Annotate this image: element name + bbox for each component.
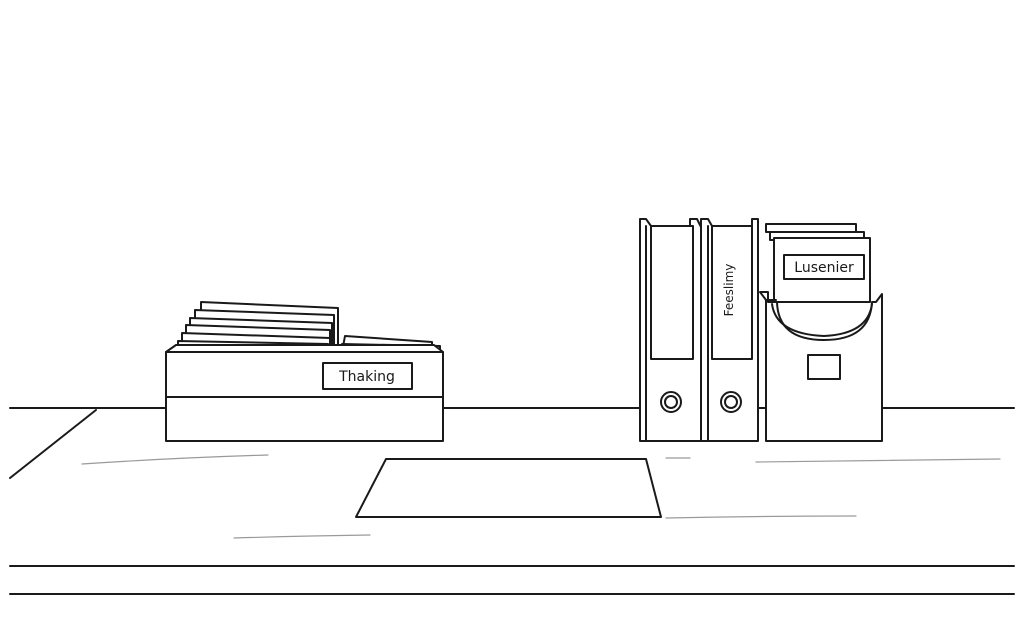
binder-1-finger-hole: [660, 391, 682, 413]
binder-1: [639, 218, 702, 442]
binder-2: Feeslimy: [700, 218, 759, 442]
magazine-back-sheet: [765, 223, 857, 233]
desk-grain-2: [755, 458, 1001, 463]
magazine-holder: Lusenier: [759, 223, 883, 442]
magazine-holder-finger-slot: [807, 354, 841, 380]
file-box-label: Thaking: [338, 369, 395, 385]
binder-2-spine-label: Feeslimy: [722, 264, 736, 317]
desk-grain-1: [81, 454, 269, 465]
file-box: Thaking: [165, 301, 444, 442]
desk-grain-4: [233, 534, 371, 539]
binder-1-spine-window: [650, 225, 694, 360]
binder-2-finger-hole: [720, 391, 742, 413]
magazine-label-plate: [783, 254, 865, 280]
binder-2-spine-window: [711, 225, 753, 360]
desk-left-edge: [9, 409, 97, 479]
desk-grain-3: [665, 515, 857, 519]
paper-sheet: [355, 458, 662, 518]
file-box-body: [165, 344, 444, 442]
magazine-holder-label: Lusenier: [794, 260, 854, 276]
file-box-label-plate: [322, 362, 413, 390]
